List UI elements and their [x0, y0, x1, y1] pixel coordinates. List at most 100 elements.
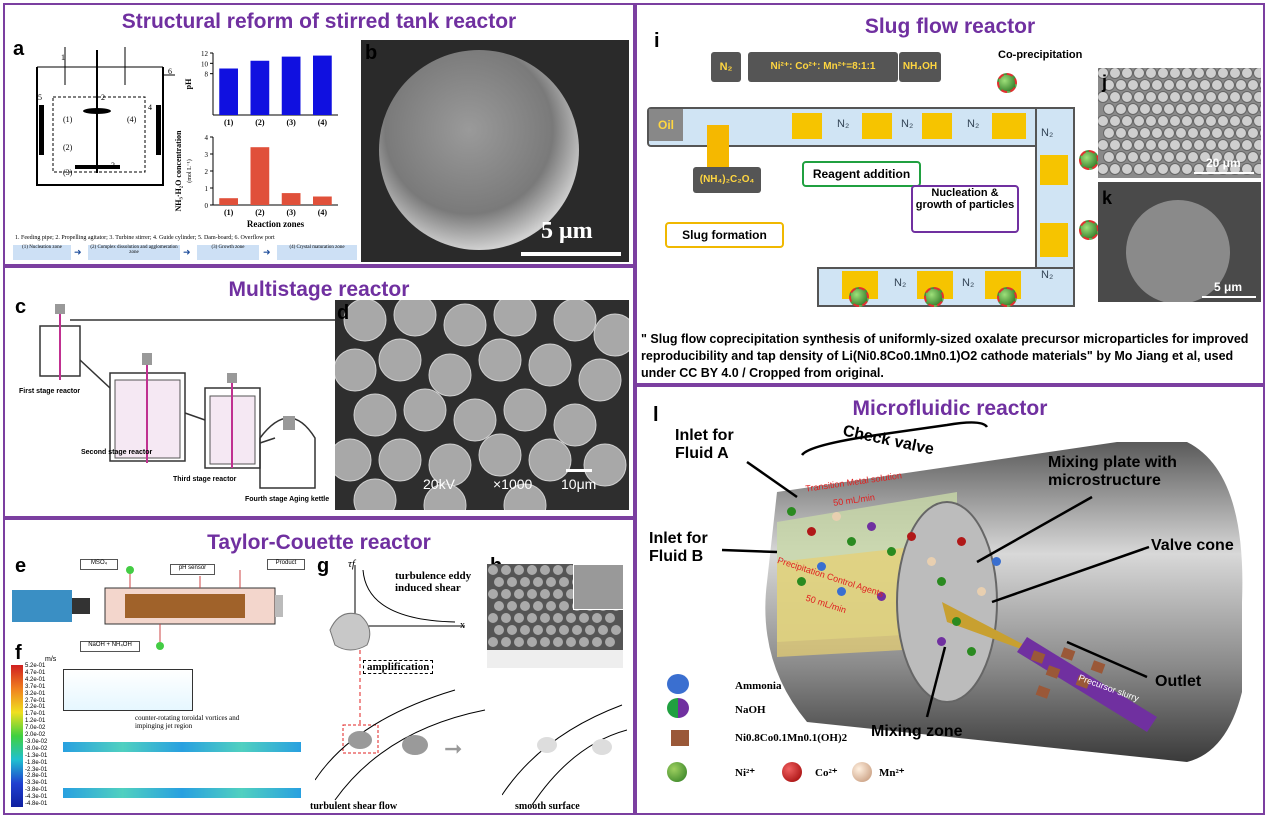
sem-particle — [1223, 151, 1235, 163]
sem-particle — [546, 601, 556, 611]
sem-particle — [1205, 115, 1217, 127]
sem-particle — [1133, 91, 1145, 103]
scalebar-b: 5 μm — [541, 218, 593, 244]
sem-particle — [1163, 151, 1175, 163]
x-tick-label: (2) — [255, 208, 265, 217]
sem-particle — [1109, 139, 1121, 151]
sem-particle — [520, 601, 530, 611]
sem-particle — [1098, 163, 1109, 175]
input-nh4oh: NH₄OH — [899, 52, 941, 82]
sem-particle — [1151, 151, 1163, 163]
n2-gap: N₂ — [894, 277, 907, 289]
sem-particle — [578, 358, 622, 402]
amplification-label: amplification — [363, 660, 434, 674]
ion-particle — [832, 512, 841, 521]
colorbar-tick: -1.3e-01 — [25, 752, 48, 759]
sem-particle — [1217, 115, 1229, 127]
sem-particle — [1151, 127, 1163, 139]
sem-particle — [1115, 127, 1127, 139]
sem-particle — [1199, 79, 1211, 91]
sem-particle — [1253, 163, 1261, 175]
ion-particle — [807, 527, 816, 536]
sem-particle — [1181, 115, 1193, 127]
g-curve-label: turbulence eddy induced shear — [395, 570, 472, 594]
sem-particle — [494, 577, 504, 587]
sem-particle — [343, 300, 387, 342]
n2-gap: N₂ — [962, 277, 975, 289]
y-tick-label: 3 — [205, 151, 209, 159]
colorbar-tick: 4.2e-01 — [25, 676, 46, 683]
sem-particle — [478, 338, 522, 382]
colorbar-tick: -3.8e-01 — [25, 787, 48, 794]
sem-particle — [1109, 115, 1121, 127]
sem-particle — [579, 637, 589, 647]
sem-particle — [1133, 163, 1145, 175]
mixing-zone-label: Mixing zone — [871, 723, 963, 740]
panel-stirred-tank: Structural reform of stirred tank reacto… — [3, 3, 635, 266]
sem-particle — [453, 398, 497, 442]
turbulent-label: turbulent shear flow — [310, 801, 398, 812]
sem-particle — [527, 565, 537, 575]
ion-particle — [867, 522, 876, 531]
legend-co: Co²⁺ — [815, 767, 838, 779]
sem-particle — [1169, 91, 1181, 103]
sem-particle — [1103, 103, 1115, 115]
sem-particle — [501, 613, 511, 623]
label-i: i — [654, 30, 660, 52]
sem-particle — [501, 565, 511, 575]
label-b: b — [365, 42, 378, 64]
slug-segment — [922, 113, 952, 139]
particle-sphere — [1079, 150, 1099, 170]
panel-title: Taylor-Couette reactor — [207, 531, 431, 554]
sem-particle — [1229, 163, 1241, 175]
sem-particle — [1145, 139, 1157, 151]
sem-particle — [605, 637, 615, 647]
sem-particle — [540, 565, 550, 575]
bar — [281, 193, 301, 205]
y-tick-label: 10 — [201, 60, 209, 68]
y-tick-label: 2 — [205, 168, 209, 176]
n2-gap: N₂ — [901, 118, 914, 130]
scalebar-line — [566, 469, 592, 472]
sem-particle — [1193, 91, 1205, 103]
sem-particle — [1205, 68, 1217, 79]
sem-particle — [1235, 127, 1247, 139]
sem-particle — [546, 625, 556, 635]
sem-particle — [1109, 163, 1121, 175]
sem-particle — [1181, 68, 1193, 79]
sem-image-h — [487, 564, 623, 668]
sem-particle — [1187, 79, 1199, 91]
sem-particle — [1103, 79, 1115, 91]
sem-particle — [1145, 163, 1157, 175]
sem-voltage: 20kV — [423, 476, 455, 492]
colorbar-tick: -4.8e-01 — [25, 801, 48, 807]
sem-particle — [488, 589, 498, 599]
sem-particle — [533, 625, 543, 635]
sem-particle — [1139, 151, 1151, 163]
sem-particle — [1199, 151, 1211, 163]
mixing-plate-label: Mixing plate with microstructure — [1048, 454, 1177, 489]
zone-1-mark: (1) — [63, 115, 73, 124]
sem-particle — [1217, 163, 1229, 175]
n2-gap: N₂ — [1041, 127, 1054, 139]
smooth-label: smooth surface — [515, 801, 580, 812]
sem-particle — [1109, 68, 1121, 79]
sem-particle — [1193, 139, 1205, 151]
label-a: a — [13, 38, 25, 60]
particle-sphere — [924, 287, 944, 307]
sem-particle — [520, 577, 530, 587]
sem-particle — [611, 625, 621, 635]
sem-particle — [1229, 139, 1241, 151]
sem-particle — [520, 625, 530, 635]
x-axis-label: Reaction zones — [247, 219, 305, 229]
sem-particle — [1205, 163, 1217, 175]
stage-4-label: Fourth stage Aging kettle — [245, 496, 330, 503]
colorbar-tick: 5.2e-01 — [25, 663, 46, 669]
colorbar-tick: -2.8e-01 — [25, 773, 48, 780]
x-tick-label: (2) — [255, 118, 265, 127]
ion-particle — [937, 577, 946, 586]
sem-particle — [553, 403, 597, 447]
sem-particle — [1175, 79, 1187, 91]
slug-formation: Slug formation — [665, 222, 784, 248]
sem-particle — [1217, 139, 1229, 151]
